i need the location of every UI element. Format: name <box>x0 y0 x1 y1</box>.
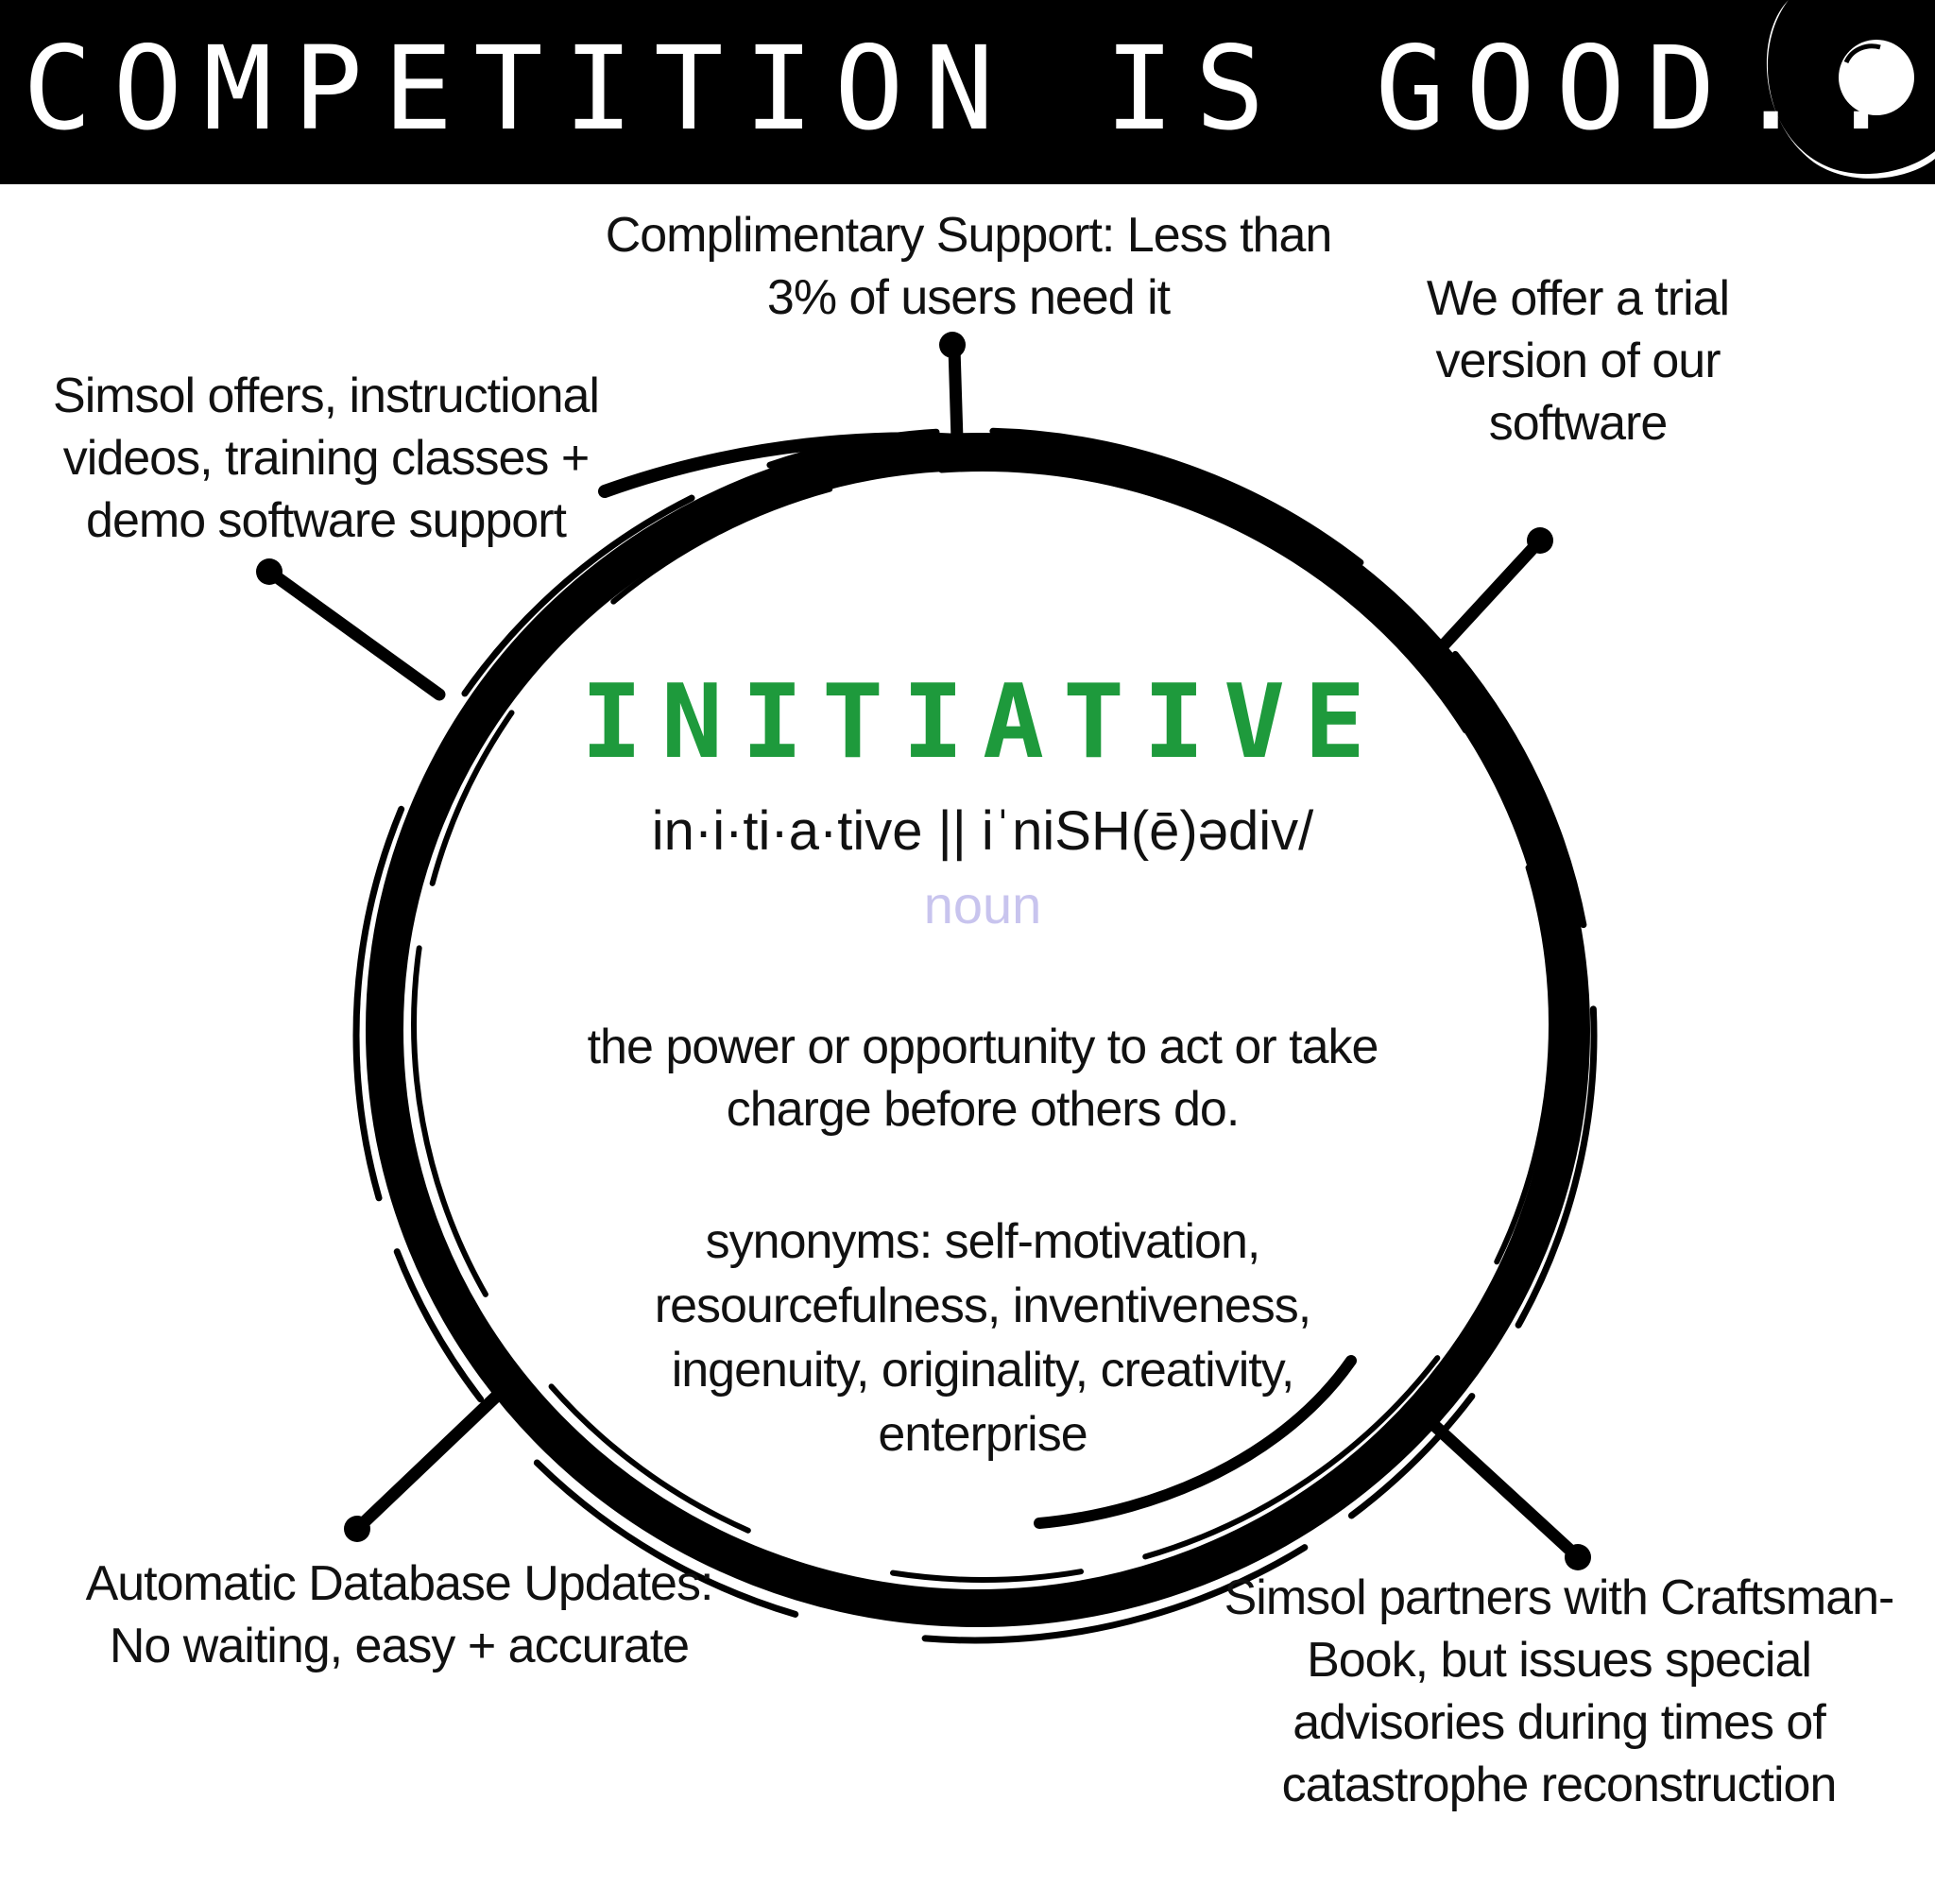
callout-top-left: Simsol offers, instructional videos, tra… <box>53 369 600 548</box>
header-title: COMPETITION IS GOOD... <box>23 22 1935 156</box>
definition-word: INITIATIVE <box>580 663 1385 781</box>
swirl-logo-icon <box>1766 0 1935 179</box>
part-of-speech: noun <box>923 875 1042 935</box>
brush-circle <box>352 427 1598 1644</box>
definition-text: the power or opportunity to act or take … <box>587 1020 1379 1137</box>
synonyms-text: synonyms: self-motivation, resourcefulne… <box>654 1214 1312 1462</box>
connector-bottom-left <box>344 1390 503 1542</box>
connector-top-right <box>1422 527 1553 668</box>
callout-top: Complimentary Support: Less than 3% of u… <box>605 208 1333 325</box>
callout-bottom-right: Simsol partners with Craftsman-Book, but… <box>1224 1570 1895 1812</box>
header-banner: COMPETITION IS GOOD... <box>0 0 1935 184</box>
pronunciation: in·i·ti·a·tive || iˈniSH(ē)ədiv/ <box>651 800 1314 862</box>
callout-top-right: We offer a trial version of our software <box>1426 271 1730 451</box>
connector-top <box>939 332 966 446</box>
connector-top-left <box>256 558 446 701</box>
callout-bottom-left: Automatic Database Updates: No waiting, … <box>85 1556 714 1673</box>
